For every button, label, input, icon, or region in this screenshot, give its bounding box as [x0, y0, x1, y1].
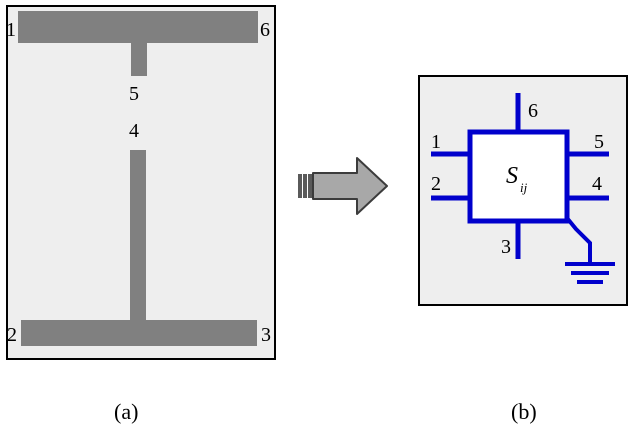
vertical-line-trace	[130, 150, 146, 322]
port-label-5: 5	[129, 83, 139, 105]
port-label-5: 5	[594, 131, 604, 153]
port-label-3: 3	[261, 324, 271, 346]
port-label-2: 2	[7, 324, 17, 346]
top-stub-trace	[131, 43, 147, 76]
port-label-6: 6	[528, 100, 538, 122]
port-label-1: 1	[431, 131, 441, 153]
right-arrow-icon	[298, 157, 388, 215]
port-label-1: 1	[6, 19, 16, 41]
bottom-bar-trace	[21, 320, 257, 346]
caption-a: (a)	[114, 399, 138, 424]
port-label-2: 2	[431, 173, 441, 195]
caption-b: (b)	[511, 399, 537, 424]
s-parameter-subscript: ij	[520, 180, 528, 195]
panel-a: 1 6 5 4 2 3 (a)	[6, 5, 276, 424]
ground-icon	[565, 216, 615, 284]
port-label-4: 4	[592, 173, 602, 195]
port-label-4: 4	[129, 120, 139, 142]
top-bar-trace	[18, 11, 258, 43]
panel-b: S ij 6 1 2 5 4 3 (b)	[418, 75, 628, 424]
port-label-6: 6	[260, 19, 270, 41]
s-parameter-symbol: S	[506, 163, 518, 189]
port-label-3: 3	[501, 236, 511, 258]
network-box	[467, 129, 570, 224]
